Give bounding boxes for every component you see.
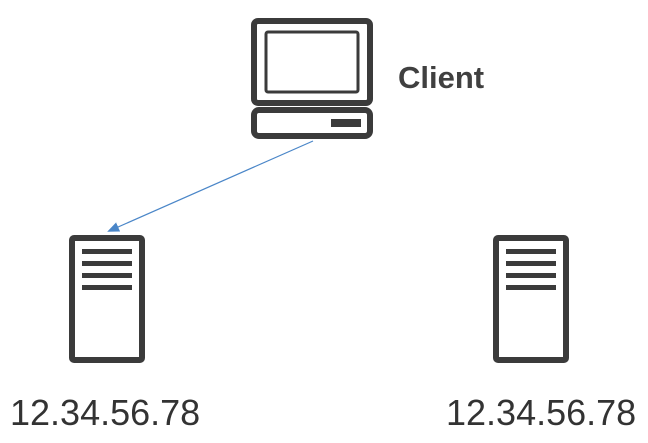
server-ip-label-left: 12.34.56.78 bbox=[10, 392, 201, 433]
server-icon bbox=[69, 235, 145, 363]
client-label: Client bbox=[398, 60, 485, 95]
server-ip-label-right: 12.34.56.78 bbox=[446, 392, 637, 433]
server-icon bbox=[493, 235, 569, 363]
computer-icon bbox=[251, 18, 373, 139]
connection-arrow bbox=[107, 140, 314, 232]
